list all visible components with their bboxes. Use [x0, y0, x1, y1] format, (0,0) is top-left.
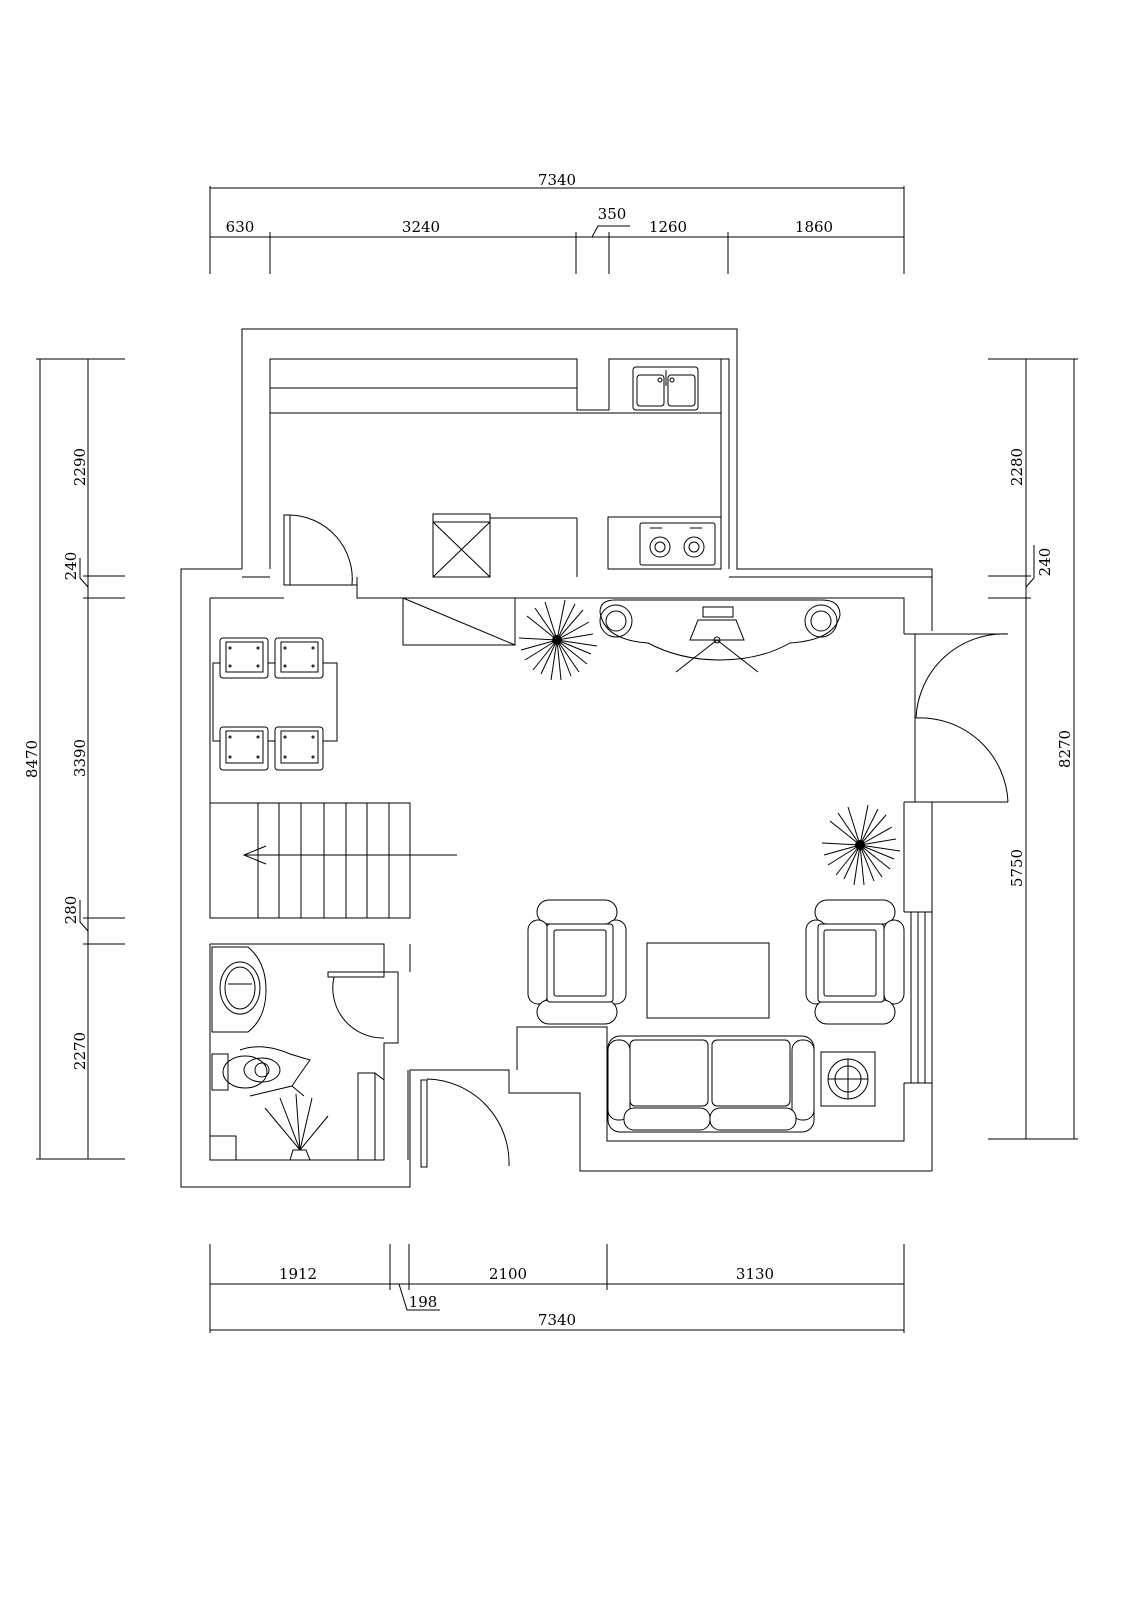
left-dimension-3: 3390: [71, 739, 89, 777]
fridge-icon: [432, 513, 491, 578]
left-dimension-4: 280: [62, 896, 80, 925]
right-dimension-3: 5750: [1008, 849, 1026, 887]
bottom-dimension-1: 1912: [279, 1265, 317, 1283]
bottom-total-dimension: 7340: [538, 1311, 576, 1329]
left-dimension-5: 2270: [71, 1032, 89, 1070]
bottom-dimension-4: 3130: [736, 1265, 774, 1283]
sofa-icon: [607, 1035, 815, 1133]
coffee-table: [646, 942, 770, 1019]
door-icon: [283, 514, 1009, 1168]
toilet-icon: [211, 1046, 311, 1097]
washbasin-icon: [211, 946, 267, 1033]
dining-chair-icon: [219, 637, 324, 771]
bottom-dimension-lines: [209, 1244, 905, 1333]
left-dimension-2: 240: [62, 552, 80, 581]
side-table-icon: [820, 1051, 876, 1107]
gas-stove-icon: [639, 522, 716, 566]
top-dimension-lines: [209, 186, 905, 274]
top-dimension-3: 350: [598, 205, 627, 223]
left-dimension-lines: [36, 358, 125, 1160]
top-total-dimension: 7340: [538, 171, 576, 189]
bottom-dimension-3: 2100: [489, 1265, 527, 1283]
top-dimension-2: 3240: [402, 218, 440, 236]
right-dimension-1: 2280: [1008, 448, 1026, 486]
right-total-dimension: 8270: [1056, 730, 1074, 768]
double-sink-icon: [632, 366, 699, 411]
tv-cabinet: [402, 597, 841, 673]
top-dimension-1: 630: [226, 218, 255, 236]
left-total-dimension: 8470: [23, 740, 41, 778]
right-dimension-lines: [988, 358, 1078, 1140]
shower-icon: [209, 1072, 385, 1161]
staircase: [209, 802, 457, 919]
left-dimension-1: 2290: [71, 448, 89, 486]
walls: [180, 328, 1008, 1188]
bottom-dimension-2: 198: [409, 1293, 438, 1311]
top-dimension-5: 1860: [795, 218, 833, 236]
armchair-icon: [527, 899, 905, 1025]
right-dimension-2: 240: [1036, 548, 1054, 577]
top-dimension-4: 1260: [649, 218, 687, 236]
potted-plant-icon: [518, 599, 901, 886]
